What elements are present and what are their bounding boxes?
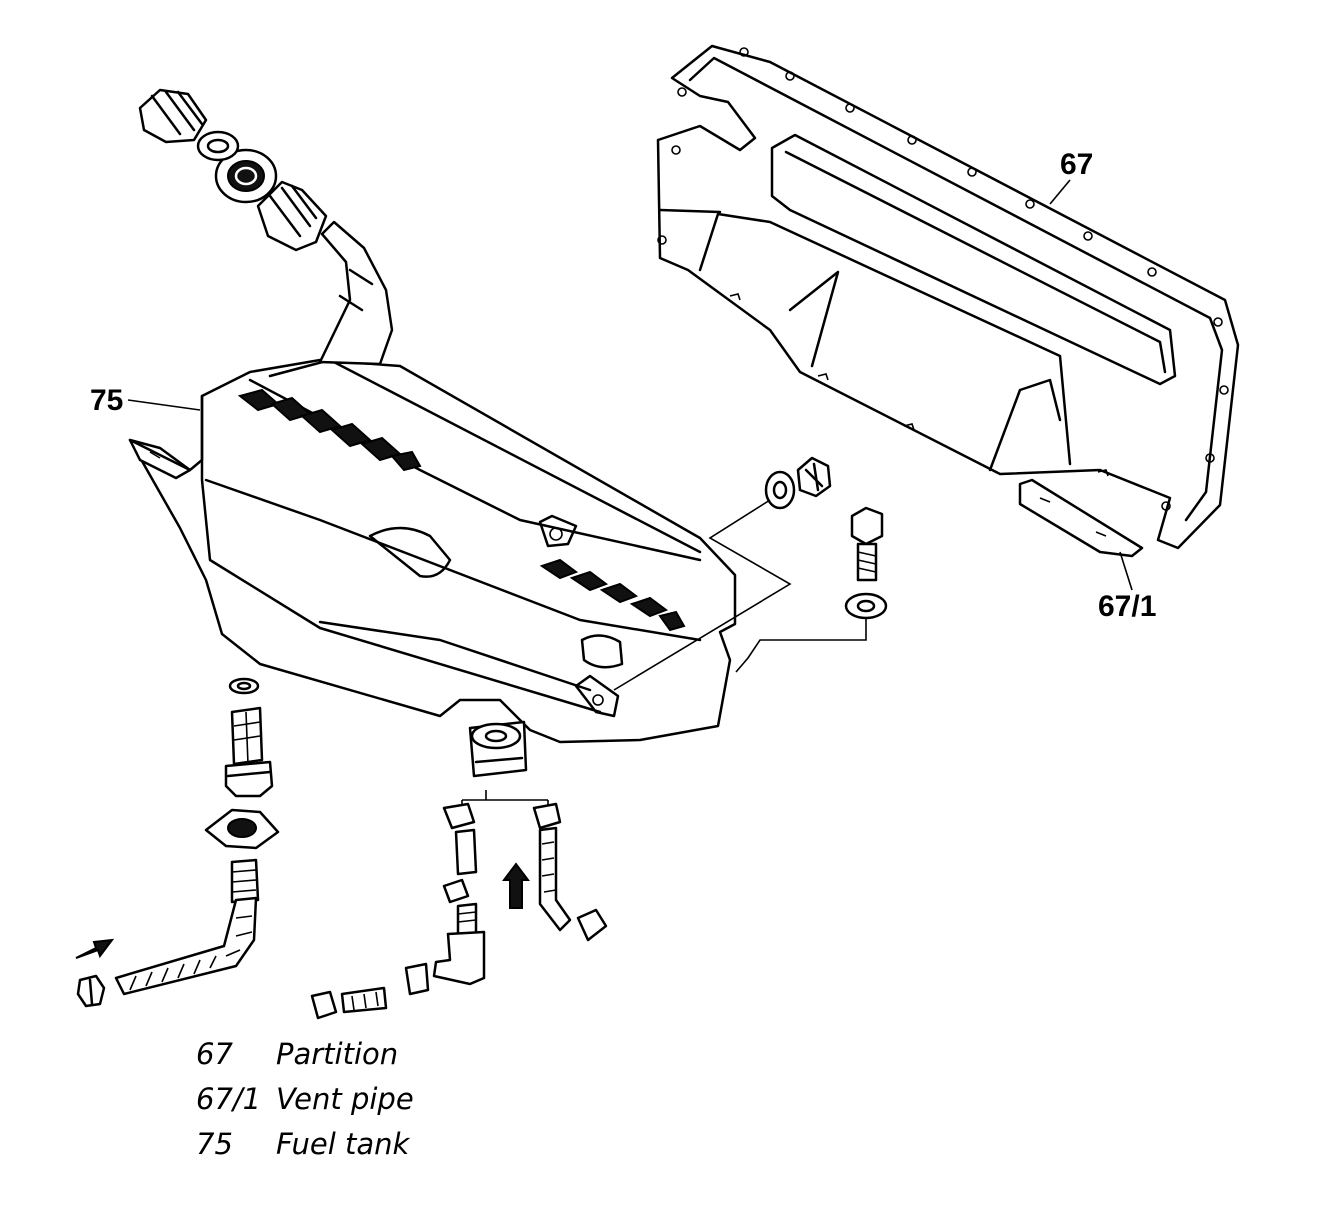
fuel-outlet-assembly <box>75 677 280 1008</box>
leader-lines <box>127 179 1133 812</box>
legend-number: 67/1 <box>196 1082 262 1116</box>
legend-row-partition: 67 Partition <box>196 1032 616 1077</box>
partition-panel <box>656 44 1240 550</box>
legend-row-fuel-tank: 75 Fuel tank <box>196 1122 616 1167</box>
fuel-tank <box>128 88 737 744</box>
washer-and-nut <box>764 456 832 510</box>
legend-row-vent-pipe: 67/1 Vent pipe <box>196 1077 616 1122</box>
legend-description: Vent pipe <box>276 1082 414 1116</box>
fuel-return-assembly <box>310 720 608 1020</box>
legend-number: 67 <box>196 1037 233 1071</box>
parts-legend: 67 Partition 67/1 Vent pipe 75 Fuel tank <box>196 1032 616 1167</box>
callout-fuel-tank: 75 <box>90 384 123 417</box>
vent-pipe-bracket <box>1018 478 1144 558</box>
legend-description: Fuel tank <box>276 1127 410 1161</box>
legend-description: Partition <box>276 1037 399 1071</box>
bolt-and-washer <box>844 506 888 620</box>
callout-vent-pipe: 67/1 <box>1098 590 1156 623</box>
legend-number: 75 <box>196 1127 233 1161</box>
callout-partition: 67 <box>1060 148 1093 181</box>
